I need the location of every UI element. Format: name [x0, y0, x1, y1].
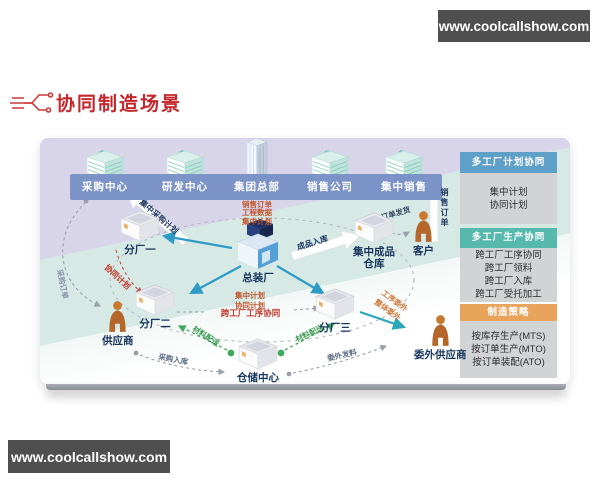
- flow-dot: [286, 371, 292, 377]
- panel-item: 集中计划: [489, 186, 528, 198]
- bar-label-hq: 集团总部: [234, 181, 280, 193]
- warehouse-box-icon: [237, 338, 279, 370]
- panel-header-plan: 多工厂计划协同: [460, 152, 557, 173]
- node-branch1: 分厂一: [119, 210, 161, 256]
- circuit-decoration-icon: [10, 92, 54, 113]
- node-label-supplier: 供应商: [102, 335, 134, 347]
- panel-section-strategy: 制造策略 按库存生产(MTS) 按订单生产(MTO) 按订单装配(ATO): [460, 304, 557, 378]
- panel-item: 跨工厂领料: [484, 263, 533, 274]
- node-label-branch1: 分厂一: [124, 244, 156, 256]
- watermark-top-text: www.coolcallshow.com: [438, 18, 590, 34]
- panel-item: 跨工厂工序协同: [475, 250, 542, 261]
- flow-dot: [133, 350, 139, 356]
- flow-collab-plan-line: [115, 249, 143, 294]
- arrow-branch3-to-outsourcer: [359, 310, 407, 330]
- watermark-top: www.coolcallshow.com: [438, 10, 590, 42]
- node-supplier: 供应商: [102, 300, 134, 347]
- panel-header-strategy: 制造策略: [460, 304, 557, 321]
- factory-box-icon: [314, 288, 356, 320]
- material-dot: [227, 349, 235, 357]
- hq-note-sales-order: 销售订单: [242, 200, 272, 209]
- label-material-left: 材料配送: [191, 323, 222, 348]
- bar-label-rnd: 研发中心: [162, 181, 208, 193]
- board-bottom-edge: [46, 384, 566, 390]
- node-label-customer: 客户: [413, 245, 434, 257]
- node-branch2: 分厂二: [134, 284, 176, 330]
- headquarters-bar: [70, 174, 442, 200]
- watermark-bottom-text: www.coolcallshow.com: [10, 448, 168, 465]
- outsource-supplier-person-icon: [429, 314, 452, 347]
- panel-body-plan: 集中计划 协同计划: [460, 173, 557, 224]
- assembly-note-central-plan: 集中计划: [235, 291, 265, 300]
- panel-item: 跨工厂受托加工: [475, 289, 542, 300]
- page-title-row: 协同制造场景: [10, 84, 182, 120]
- bar-label-central-sales: 集中销售: [381, 181, 427, 193]
- arrow-finished-in: [290, 230, 362, 261]
- customer-person-icon: [412, 210, 435, 243]
- panel-item: 跨工厂入库: [484, 276, 533, 287]
- node-label-outsourcer: 委外供应商: [414, 349, 467, 361]
- label-purchase-in: 采购入库: [157, 351, 190, 367]
- supplier-person-icon: [106, 300, 129, 333]
- factory-box-icon: [119, 210, 161, 242]
- panel-item: 按库存生产(MTS): [471, 331, 546, 342]
- assembly-plan-notes: 集中计划 协同计划: [222, 291, 278, 311]
- panel-body-production: 跨工厂工序协同 跨工厂领料 跨工厂入库 跨工厂受托加工: [460, 248, 557, 302]
- material-flows: [177, 323, 336, 351]
- panel-section-plan: 多工厂计划协同 集中计划 协同计划: [460, 152, 557, 224]
- node-label-finished-2: 仓库: [363, 258, 385, 270]
- node-warehouse-center: 仓储中心: [237, 338, 279, 384]
- cross-process-label: 跨工厂工序协同: [220, 308, 281, 318]
- factory-box-icon: [134, 284, 176, 316]
- panel-body-strategy: 按库存生产(MTS) 按订单生产(MTO) 按订单装配(ATO): [460, 321, 557, 378]
- flow-purchase-order-line: [62, 201, 101, 307]
- arrow-assembly-to-branch2: [189, 265, 242, 295]
- panel-item: 按订单装配(ATO): [472, 357, 545, 368]
- node-assembly: 总装厂: [234, 216, 282, 284]
- label-sales-order-vertical: 销售订单: [440, 188, 449, 228]
- bar-label-sales: 销售公司: [307, 181, 353, 193]
- node-label-warehouse: 仓储中心: [237, 372, 279, 384]
- node-label-finished-1: 集中成品: [353, 246, 395, 258]
- node-label-assembly: 总装厂: [242, 272, 274, 284]
- node-label-branch3: 分厂三: [319, 322, 351, 334]
- hq-note-engineering-data: 工程数据: [242, 208, 272, 218]
- diagram-board: 集中采购计划 成品入库 采购订单 订单发货 采购入库 委外发料 协同计划 材料配…: [40, 138, 570, 384]
- flow-purchase-in-line: [139, 354, 226, 376]
- panel-item: 按订单生产(MTO): [471, 344, 546, 355]
- flow-material-left-line: [177, 325, 228, 351]
- node-branch3: 分厂三: [314, 288, 356, 334]
- panel-section-production: 多工厂生产协同 跨工厂工序协同 跨工厂领料 跨工厂入库 跨工厂受托加工: [460, 228, 557, 302]
- node-label-branch2: 分厂二: [139, 318, 171, 330]
- node-outsourcer: 委外供应商: [414, 314, 467, 361]
- panel-item: 协同计划: [489, 199, 528, 211]
- node-finished-goods: 集中成品 仓库: [353, 212, 395, 270]
- panel-header-production: 多工厂生产协同: [460, 228, 557, 248]
- label-collab-plan-edge: 协同计划: [103, 262, 133, 291]
- page-title: 协同制造场景: [56, 93, 183, 115]
- bar-label-procurement: 采购中心: [82, 181, 128, 193]
- material-dot: [277, 349, 285, 357]
- node-customer: 客户: [412, 210, 435, 257]
- watermark-bottom: www.coolcallshow.com: [8, 440, 170, 473]
- arrow-assembly-to-branch1: [161, 231, 233, 250]
- hq-note-central-plan: 集中计划: [242, 216, 272, 226]
- hq-output-notes: 销售订单 工程数据 集中计划: [229, 200, 285, 226]
- warehouse-box-icon: [353, 212, 395, 244]
- flow-cross-process-line-right: [293, 305, 321, 312]
- flow-outsource-issue-line: [292, 344, 388, 374]
- label-purchase-order: 采购订单: [55, 267, 71, 300]
- arrow-assembly-to-branch3: [276, 265, 325, 295]
- assembly-note-collab-plan: 协同计划: [235, 301, 265, 310]
